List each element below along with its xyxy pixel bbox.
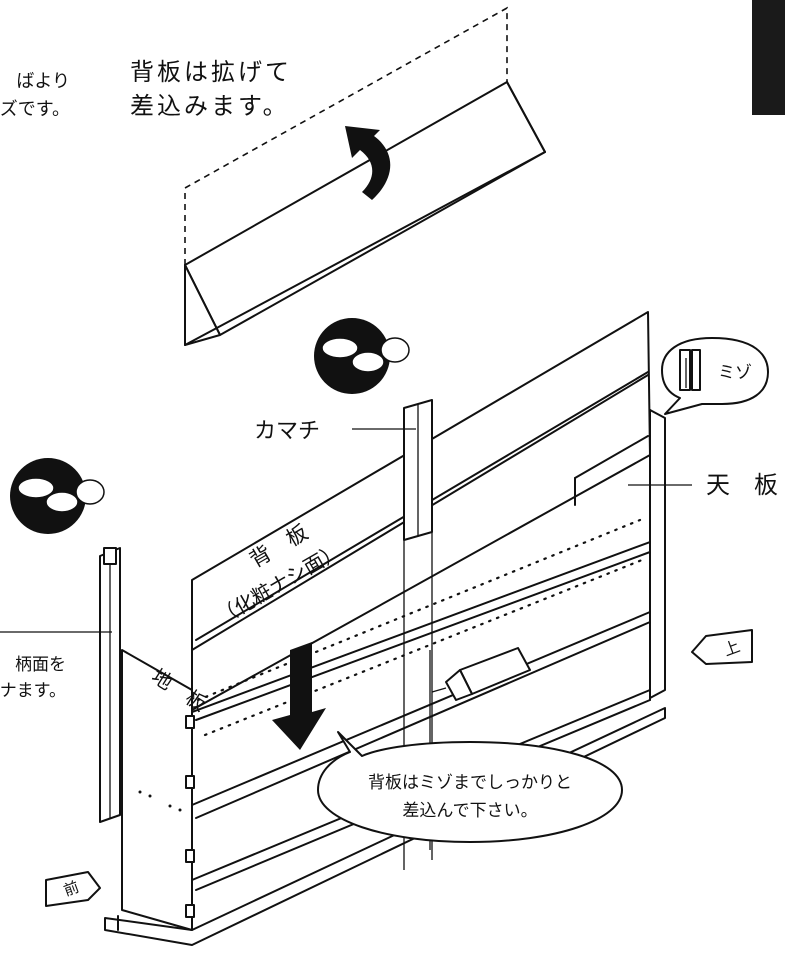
tenban-label: 天 板 <box>706 471 778 499</box>
front-direction-arrow-icon <box>45 871 101 907</box>
glue-bottle-icon <box>431 647 531 701</box>
callout-line1: 背板はミゾまでしっかりと <box>368 773 572 793</box>
kamachi-label: カマチ <box>254 419 320 444</box>
unfold-arrow-icon <box>345 126 391 200</box>
up-direction-arrow-icon <box>691 629 753 665</box>
folded-back-panel <box>184 6 546 346</box>
section-tab <box>752 0 785 115</box>
up-direction-label: 上 <box>721 636 743 659</box>
instruction-top-left-line2: ズです。 <box>0 99 70 120</box>
front-direction-label: 前 <box>61 878 81 900</box>
groove-detail-bubble <box>661 337 769 415</box>
insert-down-arrow-icon <box>272 642 326 750</box>
instruction-top-center-line1: 背板は拡げて <box>130 58 292 86</box>
cabinet-frame <box>104 311 666 946</box>
instruction-top-center-line2: 差込みます。 <box>130 92 290 120</box>
instruction-top-left-line1: ばより <box>16 71 70 92</box>
mizo-label: ミゾ <box>718 363 752 383</box>
left-kamachi-post <box>99 547 121 823</box>
callout-line2: 差込んで下さい。 <box>402 801 537 821</box>
instruction-left-mid-line1: 柄面を <box>15 655 66 675</box>
instruction-left-mid-line2: ナます。 <box>0 681 66 701</box>
handshake-icon <box>314 318 410 394</box>
handshake-icon <box>10 458 105 534</box>
instruction-bubble <box>317 731 623 843</box>
